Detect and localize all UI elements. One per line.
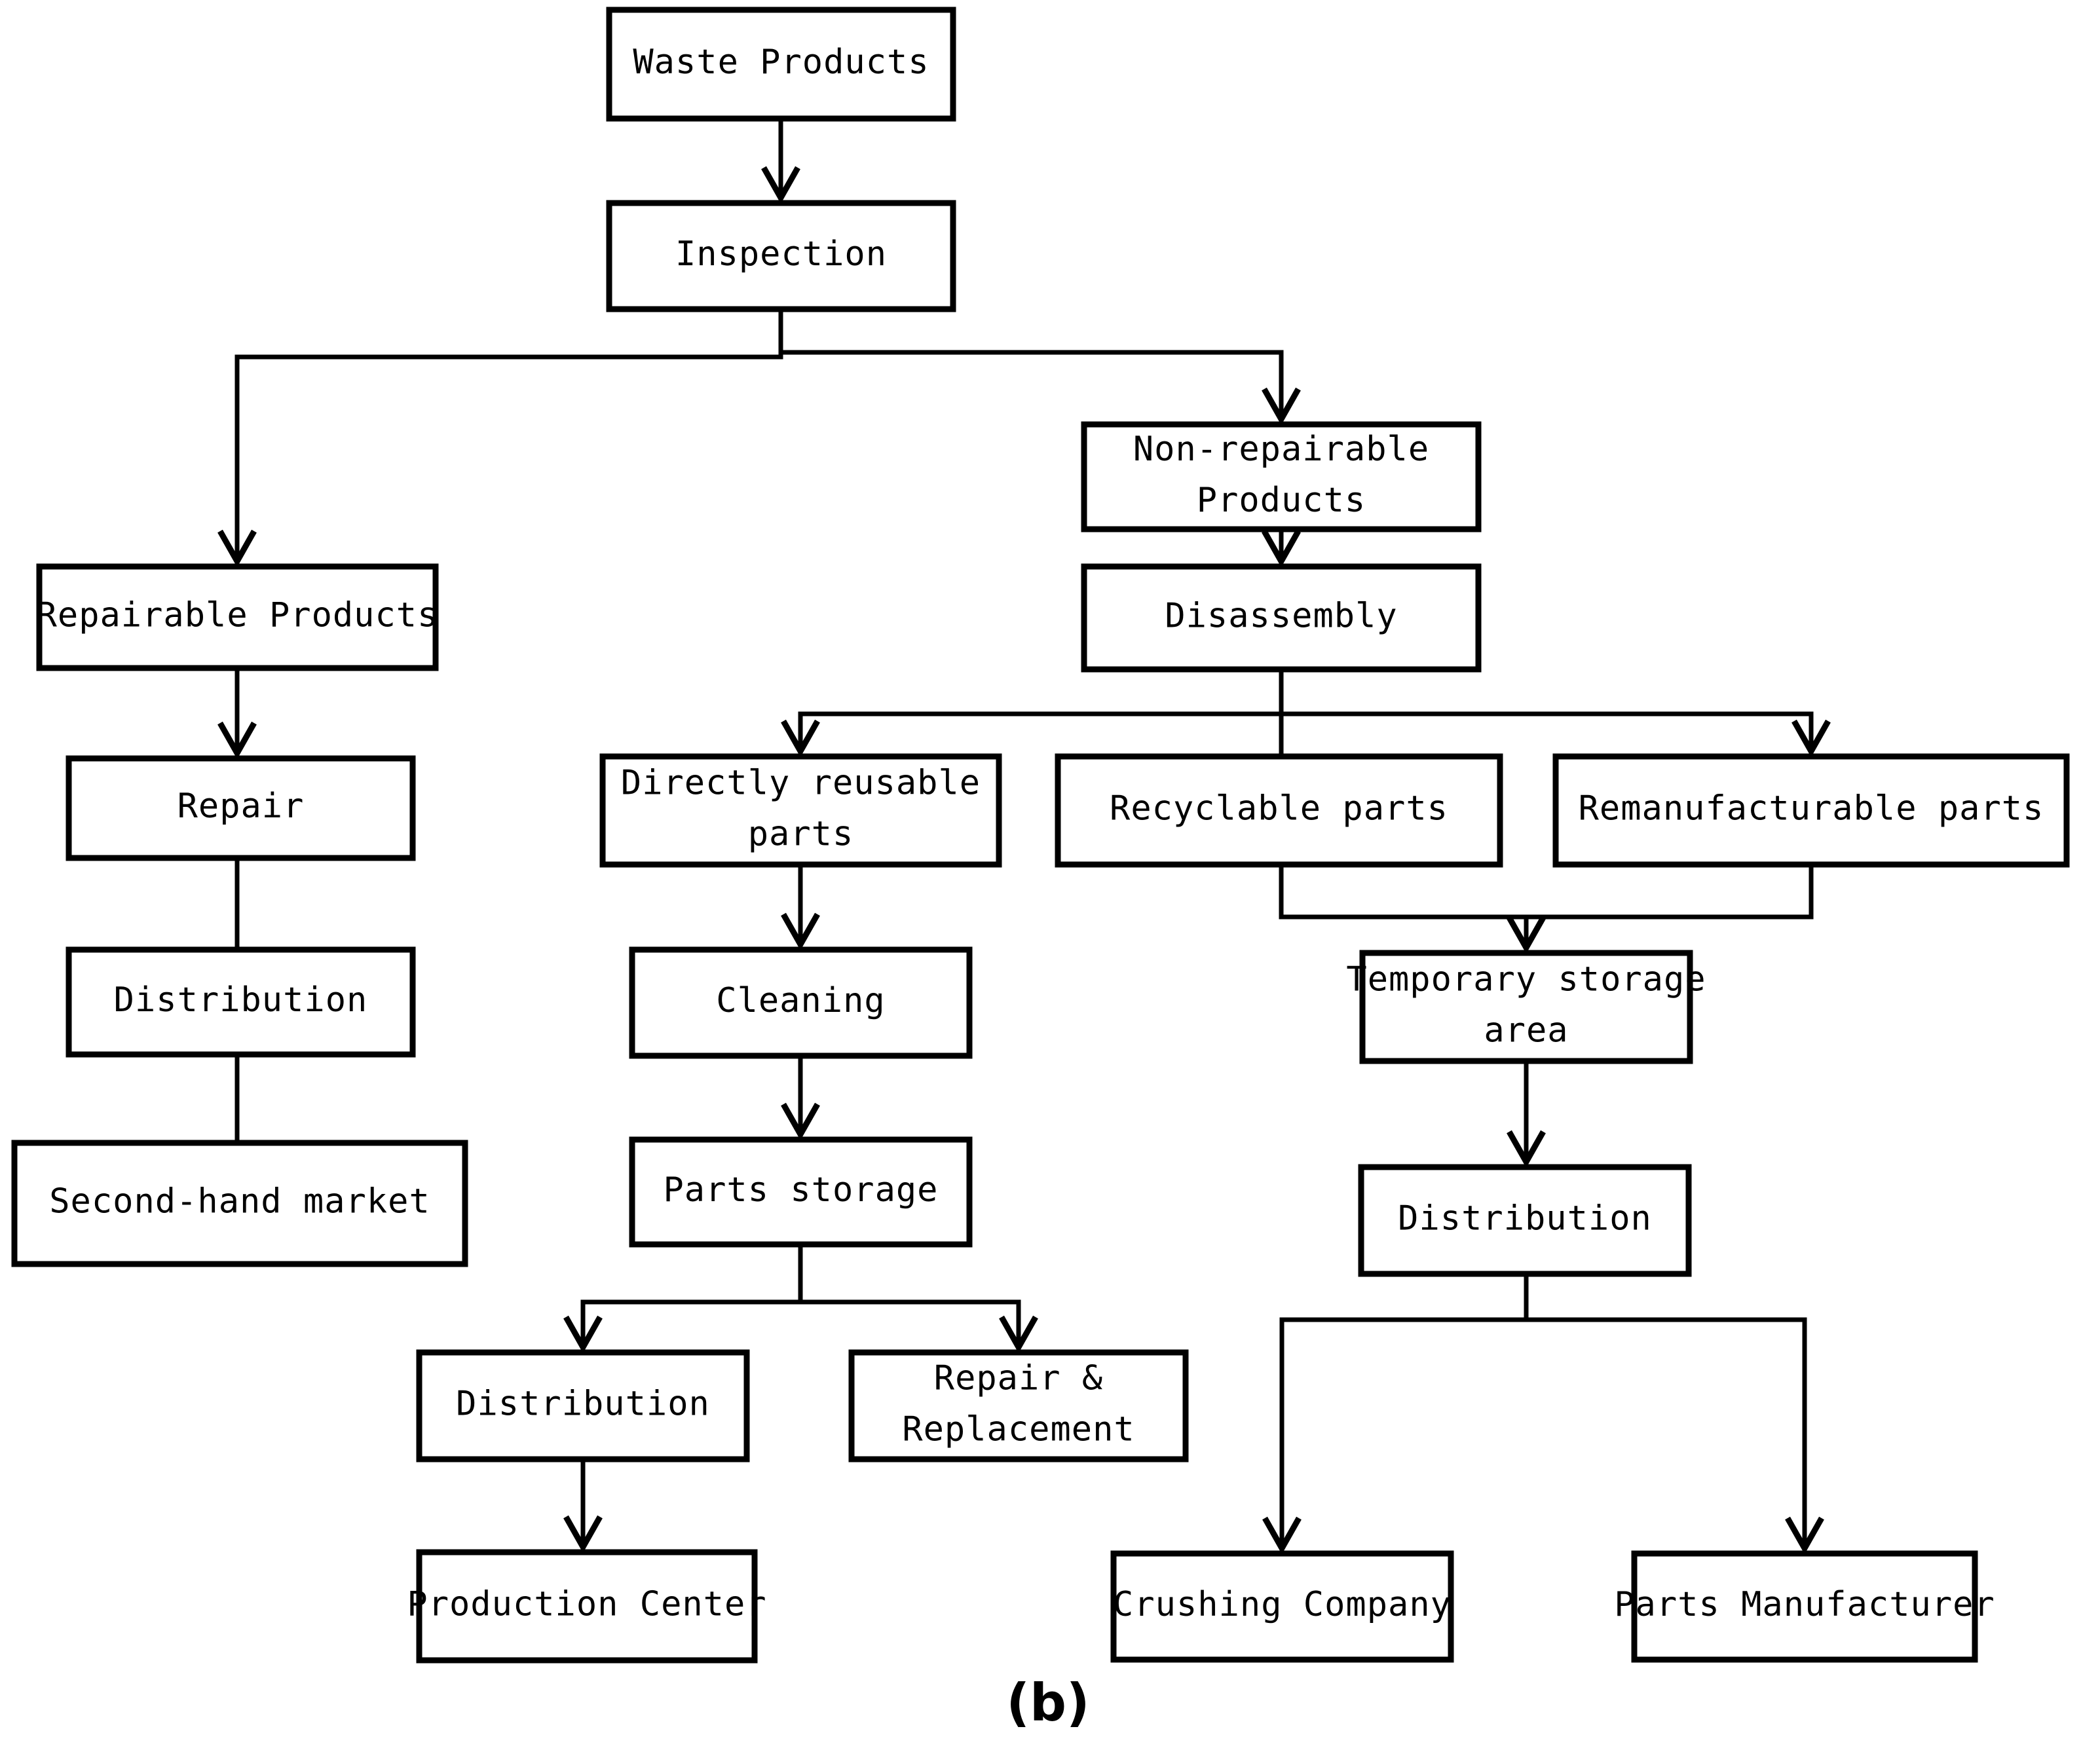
figure-label: (b) <box>1006 1673 1089 1732</box>
node-label-repair: Repair <box>178 787 305 826</box>
node-repair-replacement[interactable]: Repair & Replacement <box>848 1349 1189 1462</box>
arrowhead-ah-repair-replacement <box>999 1315 1038 1354</box>
node-label-waste-products: Waste Products <box>633 43 929 82</box>
node-box-temporary-storage <box>1359 950 1693 1064</box>
edge-parts-storage-to-repair-repl <box>798 1244 1021 1346</box>
arrowhead-ah-disassembly <box>1262 529 1301 568</box>
edge-remanufacturable-to-temp-storage <box>1526 865 1814 920</box>
node-cleaning[interactable]: Cleaning <box>629 946 973 1059</box>
edge-inspection-to-repairable <box>234 309 783 560</box>
edge-disassembly-to-directly-reusable <box>798 669 1284 750</box>
node-box-second-hand-market <box>11 1140 468 1267</box>
node-box-disassembly <box>1081 563 1482 673</box>
node-box-distribution-mid <box>416 1349 750 1462</box>
node-box-cleaning <box>629 946 973 1059</box>
node-label-cleaning: Cleaning <box>716 981 885 1020</box>
node-production-center[interactable]: Production Center <box>407 1549 766 1664</box>
node-box-remanufacturable-parts <box>1552 753 2070 868</box>
node-box-parts-manufacturer <box>1631 1550 1978 1663</box>
edge-recyclable-to-temp-storage <box>1279 865 1529 946</box>
node-box-non-repairable <box>1081 421 1482 532</box>
arrowhead-ah-parts-manufacturer <box>1785 1516 1824 1555</box>
edge-disassembly-to-remanufacturable <box>1279 669 1814 750</box>
arrowhead-ah-inspection <box>761 166 800 204</box>
node-label-distribution-left: Distribution <box>114 980 368 1020</box>
node-box-production-center <box>416 1549 758 1664</box>
arrowhead-ah-remanufacturable <box>1791 719 1831 758</box>
node-distribution-right[interactable]: Distribution <box>1358 1164 1692 1277</box>
node-label-inspection: Inspection <box>675 234 887 274</box>
arrowhead-ah-cleaning <box>781 912 820 951</box>
arrowhead-ah-directly-reusable <box>781 719 820 758</box>
node-repairable-products[interactable]: Repairable Products <box>36 563 439 671</box>
node-label-repair-replacement: Repair & <box>934 1359 1103 1398</box>
node-layer: Waste ProductsInspectionNon-repairablePr… <box>11 7 2070 1664</box>
node-box-directly-reusable <box>599 753 1002 868</box>
edge-distribution-right-to-crushing <box>1279 1274 1529 1547</box>
node-label-repairable-products: Repairable Products <box>37 596 439 635</box>
node-box-crushing-company <box>1110 1550 1454 1663</box>
arrowhead-ah-non-repairable <box>1262 387 1301 426</box>
node-label-non-repairable: Non-repairable <box>1133 430 1429 469</box>
node-box-repairable-products <box>36 563 439 671</box>
node-label-crushing-company: Crushing Company <box>1113 1585 1452 1624</box>
node-box-waste-products <box>606 7 956 122</box>
node-directly-reusable[interactable]: Directly reusable parts <box>599 753 1002 868</box>
node-box-distribution-right <box>1358 1164 1692 1277</box>
node-box-parts-storage <box>629 1136 973 1248</box>
node-label-temporary-storage: Temporary storage <box>1346 960 1706 999</box>
node-remanufacturable-parts[interactable]: Remanufacturable parts <box>1552 753 2070 868</box>
node-parts-manufacturer[interactable]: Parts Manufacturer <box>1614 1550 1995 1663</box>
node-label-recyclable-parts: Recyclable parts <box>1110 789 1448 828</box>
node-distribution-left[interactable]: Distribution <box>66 946 416 1058</box>
node-label-repair-replacement: Replacement <box>902 1410 1134 1449</box>
arrowhead-ah-production-center <box>563 1515 603 1554</box>
node-label-distribution-mid: Distribution <box>456 1385 710 1424</box>
node-parts-storage[interactable]: Parts storage <box>629 1136 973 1248</box>
node-repair[interactable]: Repair <box>66 755 416 861</box>
node-label-parts-manufacturer: Parts Manufacturer <box>1614 1585 1995 1624</box>
node-box-distribution-left <box>66 946 416 1058</box>
node-box-inspection <box>606 200 956 312</box>
edge-layer <box>234 119 1814 1547</box>
node-waste-products[interactable]: Waste Products <box>606 7 956 122</box>
arrowhead-ah-repair <box>217 721 257 760</box>
arrowhead-ah-parts-storage <box>781 1102 820 1141</box>
arrowhead-layer <box>217 166 1831 1555</box>
node-box-recyclable-parts <box>1055 753 1503 868</box>
node-box-repair-replacement <box>848 1349 1189 1462</box>
node-temporary-storage[interactable]: Temporary storage area <box>1346 950 1706 1064</box>
node-crushing-company[interactable]: Crushing Company <box>1110 1550 1454 1663</box>
arrowhead-ah-distribution-mid <box>563 1315 603 1354</box>
arrowhead-ah-crushing-company <box>1262 1516 1302 1555</box>
node-label-production-center: Production Center <box>407 1585 766 1624</box>
node-second-hand-market[interactable]: Second-hand market <box>11 1140 468 1267</box>
node-recyclable-parts[interactable]: Recyclable parts <box>1055 753 1503 868</box>
node-box-repair <box>66 755 416 861</box>
edge-parts-storage-to-distribution <box>580 1244 803 1346</box>
node-label-directly-reusable: Directly reusable <box>621 764 981 803</box>
node-label-disassembly: Disassembly <box>1165 597 1397 636</box>
edge-inspection-to-non-repairable <box>778 309 1284 418</box>
node-distribution-mid[interactable]: Distribution <box>416 1349 750 1462</box>
node-label-distribution-right: Distribution <box>1398 1199 1652 1238</box>
node-label-second-hand-market: Second-hand market <box>49 1182 430 1221</box>
node-label-non-repairable: Products <box>1197 481 1366 520</box>
arrowhead-ah-repairable <box>217 529 257 568</box>
node-disassembly[interactable]: Disassembly <box>1081 563 1482 673</box>
node-label-temporary-storage: area <box>1484 1011 1568 1051</box>
edge-distribution-right-to-parts-mfr <box>1524 1274 1807 1547</box>
node-label-directly-reusable: parts <box>748 815 854 854</box>
arrowhead-ah-temp-storage <box>1507 916 1546 954</box>
node-label-parts-storage: Parts storage <box>664 1170 939 1210</box>
node-label-remanufacturable-parts: Remanufacturable parts <box>1579 789 2044 828</box>
arrowhead-ah-distribution-right <box>1507 1130 1546 1168</box>
node-inspection[interactable]: Inspection <box>606 200 956 312</box>
